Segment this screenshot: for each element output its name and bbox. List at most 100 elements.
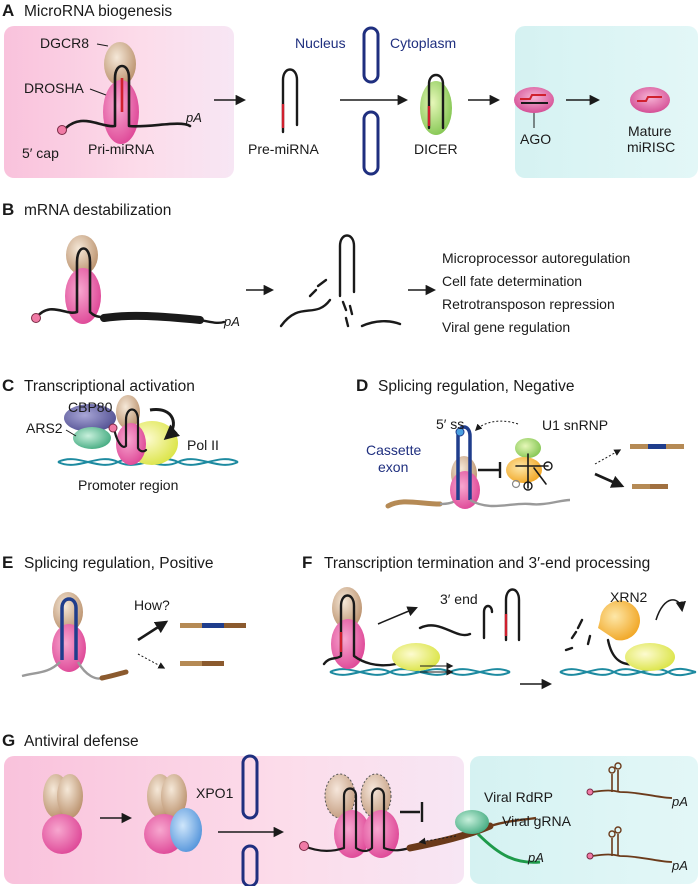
pol2-protein [625, 643, 675, 671]
outcome-item: Viral gene regulation [442, 319, 570, 335]
panel-e-letter: E [2, 553, 13, 572]
panel-d-title: Splicing regulation, Negative [378, 378, 574, 395]
drosha-leader [89, 88, 107, 96]
cap-icon [299, 841, 309, 851]
dgcr8-leader [96, 43, 109, 47]
panel-g-letter: G [2, 731, 15, 750]
panel-g: G Antiviral defense XPO1 [2, 731, 698, 886]
pre-mirna-label: Pre-miRNA [248, 141, 319, 157]
mature-mirisc [630, 87, 670, 113]
u1-label: U1 snRNP [542, 417, 608, 433]
xpo1-label: XPO1 [196, 785, 234, 801]
cap-icon [31, 313, 41, 323]
panel-a: A MicroRNA biogenesis DGCR8 DROSHA 5′ ca… [2, 1, 698, 178]
nuclear-membrane-bottom [362, 110, 380, 176]
xrn2-label: XRN2 [610, 589, 648, 605]
pa-label-b: pA [223, 314, 240, 329]
drosha-protein [331, 619, 365, 669]
viral-grna-strand [476, 832, 541, 864]
ars2-leader [65, 429, 77, 437]
downstream-exon [99, 669, 129, 681]
major-product-arrow [594, 472, 625, 488]
dicer-label: DICER [414, 141, 458, 157]
dicer-complex [420, 73, 452, 135]
microprocessor-xpo1 [144, 774, 202, 854]
panel-b: B mRNA destabilization pA Microprocessor… [2, 200, 630, 335]
outcome-item: Retrotransposon repression [442, 296, 615, 312]
panel-d: D Splicing regulation, Negative 5′ ss Ca… [356, 376, 684, 509]
panel-g-title: Antiviral defense [24, 733, 139, 750]
promoter-label: Promoter region [78, 477, 178, 493]
minor-product-arrow [594, 449, 622, 465]
cbp80-label: CBP80 [68, 399, 113, 415]
microprocessor-idle [42, 774, 83, 854]
drosha-protein [65, 268, 101, 324]
cap-label: 5′ cap [22, 145, 59, 161]
upstream-exon [385, 499, 443, 509]
pre-mrna-d [385, 425, 571, 509]
pa-label-g: pA [527, 850, 544, 865]
dna-helix [559, 667, 697, 677]
microprocessor-on-viral-rna [299, 773, 541, 864]
mature-label-2: miRISC [627, 139, 675, 155]
u1-green-protein [515, 438, 541, 458]
end3-label: 3′ end [440, 591, 478, 607]
panel-b-title: mRNA destabilization [24, 202, 171, 219]
dgcr8-protein [57, 774, 83, 818]
microprocessor-on-mrna [31, 235, 226, 325]
drosha-protein [42, 814, 82, 854]
dgcr8-protein [161, 774, 187, 818]
xrn2-degradation [564, 599, 686, 671]
mirisc-protein [630, 87, 670, 113]
dgcr8-label: DGCR8 [40, 35, 89, 51]
splice-site-icon [455, 427, 465, 437]
pol2-protein [392, 643, 440, 671]
ago-label: AGO [520, 131, 551, 147]
pre-mirna-hairpin [281, 68, 299, 134]
pri-mirna-strand [60, 64, 192, 134]
cassette-label-1: Cassette [366, 442, 421, 458]
u1-recruitment-arrow [475, 420, 519, 431]
cbp80-protein [64, 404, 116, 432]
panel-c: C Transcriptional activation CBP80 ARS2 … [2, 376, 239, 493]
arrow-f1 [377, 606, 418, 625]
nucleus-label: Nucleus [295, 35, 346, 51]
dgcr8-protein [104, 42, 136, 86]
major-product-arrow [137, 620, 169, 642]
ss5-label: 5′ ss [436, 416, 464, 432]
viral-rna-structured [586, 762, 673, 799]
panel-c-letter: C [2, 376, 14, 395]
outcome-item: Cell fate determination [442, 273, 582, 289]
nuclear-membrane-bottom [241, 844, 259, 886]
microprocessor-on-transcript [322, 587, 454, 676]
ars2-protein [73, 427, 111, 449]
pri-mirna-label: Pri-miRNA [88, 141, 155, 157]
panel-b-letter: B [2, 200, 14, 219]
cap-icon [57, 125, 67, 135]
included-mrna-product [180, 623, 246, 628]
included-mrna-product [630, 444, 684, 449]
skipped-mrna-product [632, 484, 668, 489]
u1-orange-protein [506, 457, 542, 483]
skipped-mrna-product [180, 661, 224, 666]
panel-d-letter: D [356, 376, 368, 395]
pol2-label: Pol II [187, 437, 219, 453]
panel-f-title: Transcription termination and 3′-end pro… [324, 555, 650, 572]
drosha-label: DROSHA [24, 80, 85, 96]
cytoplasm-background [470, 756, 698, 884]
viral-rna-structured [586, 826, 673, 863]
cytoplasm-background [515, 26, 698, 178]
nuclear-membrane-top [241, 754, 259, 820]
u1-snrnp [506, 438, 553, 491]
how-label: How? [134, 597, 170, 613]
pol2-release-arrow [655, 599, 686, 621]
pa-label-g2: pA [671, 794, 688, 809]
xpo1-protein [170, 808, 202, 852]
panel-e-title: Splicing regulation, Positive [24, 555, 214, 572]
mature-label-1: Mature [628, 123, 672, 139]
xrn2-protein [598, 600, 640, 641]
panel-f-letter: F [302, 553, 312, 572]
pa-label-g3: pA [671, 858, 688, 873]
pa-label: pA [185, 110, 202, 125]
